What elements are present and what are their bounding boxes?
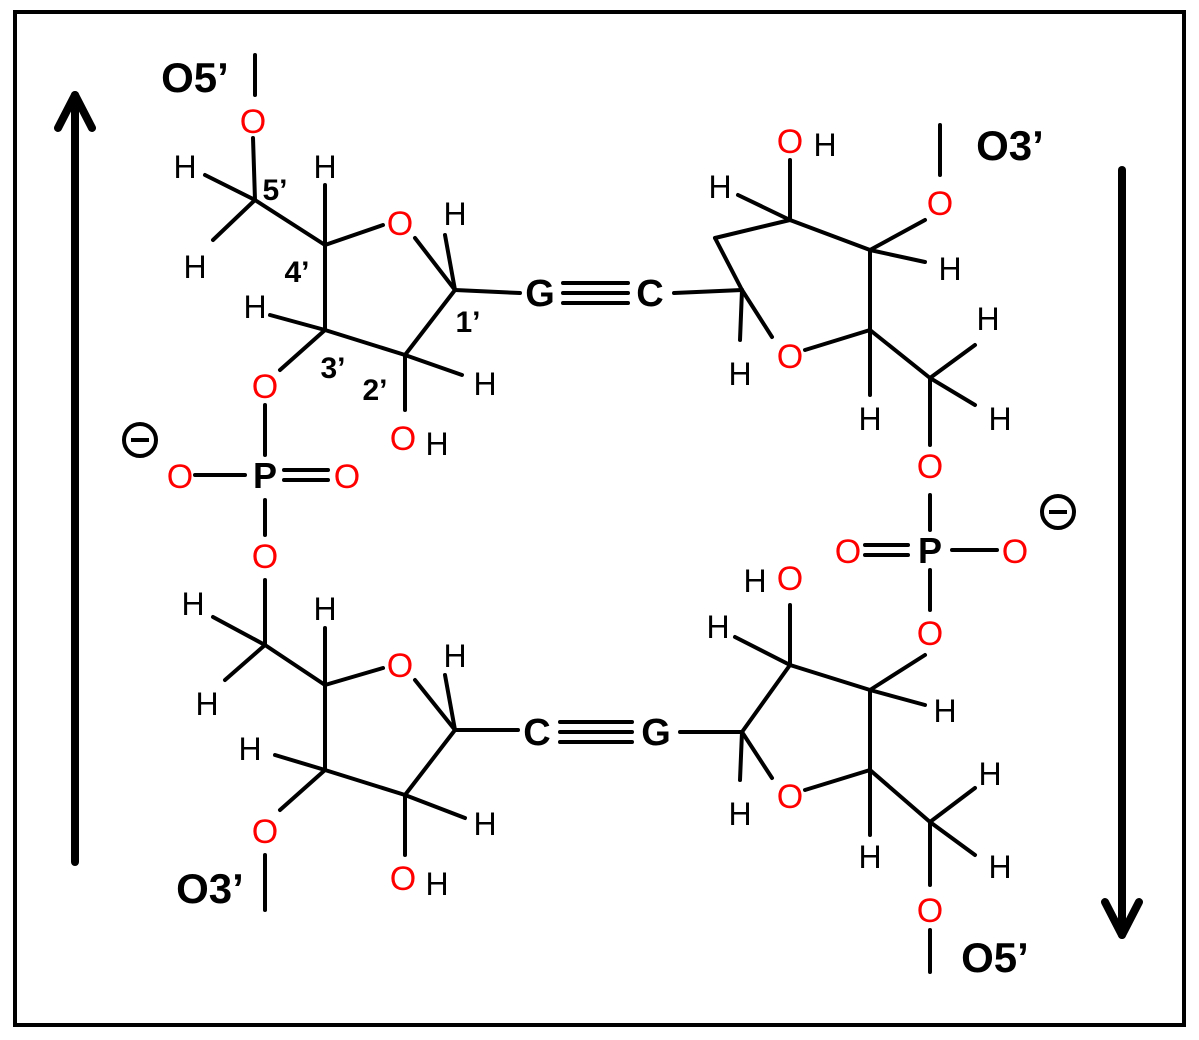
hydrogen-atom: H <box>706 609 729 645</box>
hydrogen-atom: H <box>708 169 731 205</box>
o3-prime-terminus-label: O3’ <box>976 122 1044 169</box>
hydrogen-atom: H <box>858 401 881 437</box>
phosphorus-atom: P <box>253 455 277 496</box>
sugar-top-left: O H H H O H H H O H 5’ 4’ 3’ 2’ 1’ O5’ <box>161 53 522 462</box>
hydrogen-atom: H <box>938 251 961 287</box>
hydroxyl-oxygen: O <box>777 123 803 161</box>
ring-oxygen-atom: O <box>777 778 803 816</box>
hydrogen-atom: H <box>443 196 466 232</box>
o5-prime-terminus-label: O5’ <box>161 54 229 101</box>
oxygen-atom: O <box>240 103 266 141</box>
oxygen-atom: O <box>252 368 278 406</box>
hydrogen-atom: H <box>238 731 261 767</box>
hydrogen-atom: H <box>443 638 466 674</box>
oxygen-atom: O <box>917 615 943 653</box>
base-guanine: G <box>641 712 671 754</box>
oxygen-atom: O <box>252 538 278 576</box>
base-pair-top: G C <box>525 273 744 315</box>
negative-charge-icon <box>122 422 158 458</box>
right-strand-arrow <box>1101 166 1143 939</box>
sugar-bottom-left: H H H O H H H O O H O3’ <box>176 578 520 912</box>
hydroxyl-oxygen: O <box>390 420 416 458</box>
o3-prime-terminus-label: O3’ <box>176 865 244 912</box>
hydrogen-atom: H <box>473 366 496 402</box>
hydrogen-atom: H <box>313 149 336 185</box>
carbon-3-prime-label: 3’ <box>320 352 345 385</box>
phosphate-right: O P O O O <box>835 448 1076 653</box>
sugar-top-right: O H H O H H O H H H O3’ <box>708 122 1044 447</box>
ring-oxygen-atom: O <box>387 205 413 243</box>
hydrogen-atom: H <box>933 693 956 729</box>
oxygen-atom: O <box>1002 533 1028 571</box>
oxygen-atom: O <box>835 533 861 571</box>
base-cytosine: C <box>636 273 663 315</box>
hydroxyl-oxygen: O <box>390 860 416 898</box>
carbon-2-prime-label: 2’ <box>362 374 387 407</box>
oxygen-atom: O <box>252 813 278 851</box>
phosphorus-atom: P <box>918 530 942 571</box>
hydrogen-atom: H <box>728 356 751 392</box>
oxygen-atom: O <box>334 458 360 496</box>
hydrogen-atom: H <box>181 586 204 622</box>
hydrogen-atom: H <box>173 149 196 185</box>
hydrogen-atom: H <box>243 289 266 325</box>
hydroxyl-hydrogen: H <box>425 426 448 462</box>
hydrogen-atom: H <box>988 849 1011 885</box>
hydrogen-atom: H <box>183 249 206 285</box>
oxygen-atom: O <box>167 458 193 496</box>
left-strand-arrow <box>54 91 96 866</box>
hydrogen-atom: H <box>978 756 1001 792</box>
hydrogen-atom: H <box>313 591 336 627</box>
oxygen-atom: O <box>927 185 953 223</box>
oxygen-atom: O <box>917 448 943 486</box>
hydrogen-atom: H <box>473 806 496 842</box>
sugar-bottom-right: H O H H H O H H H O O5’ <box>706 560 1028 981</box>
carbon-4-prime-label: 4’ <box>284 256 309 289</box>
hydroxyl-oxygen: O <box>777 560 803 598</box>
o5-prime-terminus-label: O5’ <box>961 934 1029 981</box>
hydroxyl-hydrogen: H <box>743 563 766 599</box>
hydrogen-atom: H <box>976 301 999 337</box>
hydroxyl-hydrogen: H <box>813 127 836 163</box>
hydrogen-atom: H <box>858 839 881 875</box>
base-cytosine: C <box>523 712 550 754</box>
carbon-5-prime-label: 5’ <box>262 174 287 207</box>
oxygen-atom: O <box>917 892 943 930</box>
carbon-1-prime-label: 1’ <box>455 306 480 339</box>
hydrogen-atom: H <box>728 796 751 832</box>
negative-charge-icon <box>1040 494 1076 530</box>
outer-frame <box>13 10 1186 1027</box>
base-pair-bottom: C G <box>523 712 744 754</box>
base-guanine: G <box>525 273 555 315</box>
phosphate-left: O P O O O <box>122 368 360 576</box>
hydrogen-atom: H <box>195 686 218 722</box>
hydroxyl-hydrogen: H <box>425 866 448 902</box>
ring-oxygen-atom: O <box>777 338 803 376</box>
hydrogen-atom: H <box>988 401 1011 437</box>
ring-oxygen-atom: O <box>387 647 413 685</box>
